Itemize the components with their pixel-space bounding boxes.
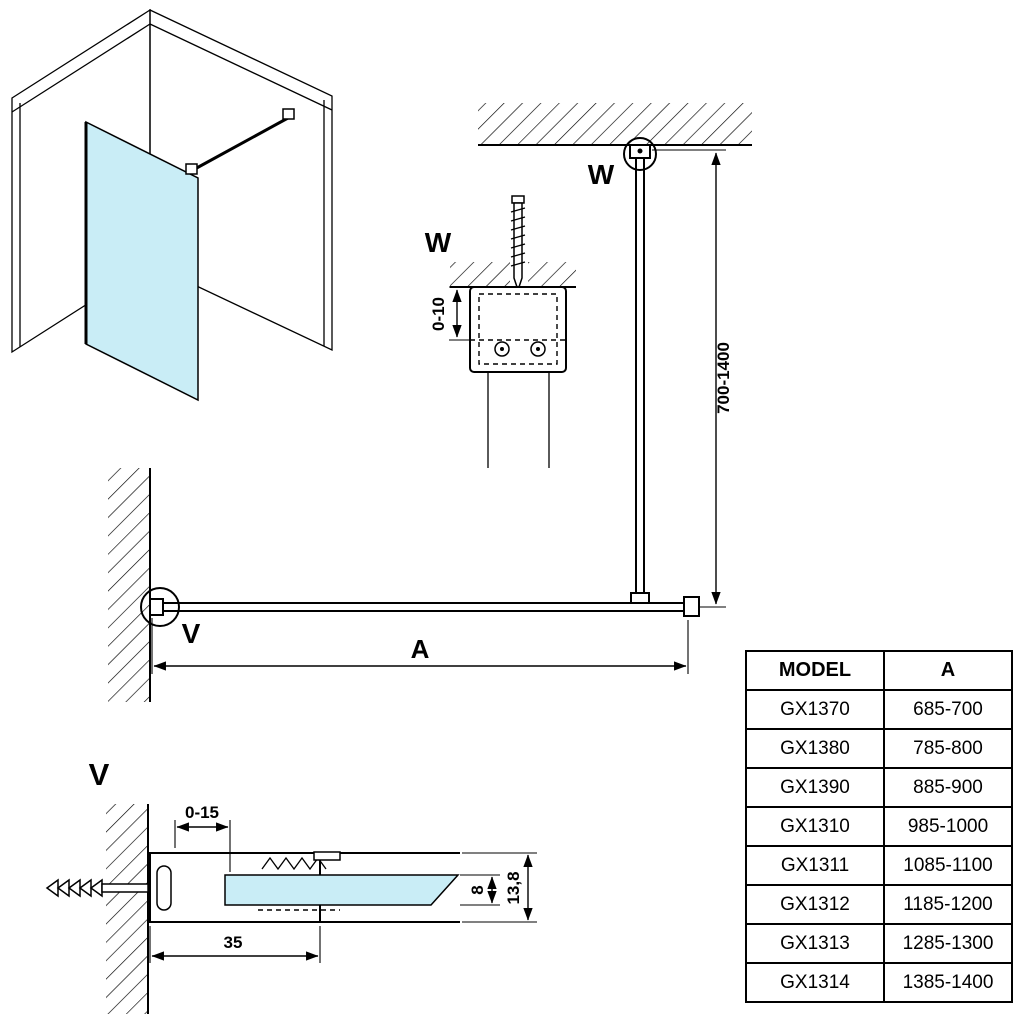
model-cell: GX1314: [745, 962, 885, 1003]
detail-w: 0-10 W: [425, 195, 576, 468]
vertical-support-bar: [635, 144, 645, 608]
dim-bar-height-label: 700-1400: [714, 342, 733, 414]
dim-profile-depth-label: 35: [224, 933, 243, 952]
a-cell: 1285-1300: [883, 923, 1013, 964]
dim-bar-height: 700-1400: [652, 149, 733, 608]
dim-width-a-label: A: [411, 634, 430, 664]
ceiling-hatch: [450, 262, 510, 287]
wall-hatch: [106, 804, 148, 1014]
model-cell: GX1311: [745, 845, 885, 886]
dim-width-a: A: [151, 618, 689, 674]
screw-slot: [156, 865, 172, 911]
model-cell: GX1310: [745, 806, 885, 847]
ceiling-hatch: [478, 103, 752, 145]
a-cell: 1085-1100: [883, 845, 1013, 886]
detail-v: V 0-15: [45, 757, 537, 1014]
section-v-title: V: [89, 757, 110, 792]
dim-glass-thickness: 8: [460, 874, 500, 906]
dim-bracket-adjust-label: 0-10: [429, 297, 448, 331]
table-header-a: A: [883, 650, 1013, 691]
ceiling-hatch: [528, 262, 576, 287]
model-cell: GX1380: [745, 728, 885, 769]
a-cell: 685-700: [883, 689, 1013, 730]
side-elevation: W V 700-1400 A: [108, 103, 752, 702]
detail-circle-v: [140, 587, 180, 627]
dim-glass-thickness-label: 8: [468, 885, 487, 894]
glass-plan: [151, 602, 693, 612]
table-header-model: MODEL: [745, 650, 885, 691]
dim-glass-inset-label: 0-15: [185, 803, 219, 822]
model-cell: GX1313: [745, 923, 885, 964]
screw-icon: [510, 195, 526, 293]
ceiling-detail-label: W: [588, 159, 615, 190]
dim-profile-height-label: 13,8: [504, 871, 523, 904]
a-cell: 1385-1400: [883, 962, 1013, 1003]
a-cell: 885-900: [883, 767, 1013, 808]
isometric-view: [11, 8, 333, 402]
dim-glass-inset: 0-15: [174, 803, 231, 872]
wall-hatch: [108, 468, 150, 702]
a-cell: 785-800: [883, 728, 1013, 769]
table-header-row: MODEL A: [745, 650, 1013, 691]
model-cell: GX1390: [745, 767, 885, 808]
dim-profile-height: 13,8: [462, 852, 537, 923]
a-cell: 1185-1200: [883, 884, 1013, 925]
gasket-wedge-icon: [258, 851, 341, 911]
ceiling-bracket: [469, 286, 567, 373]
detail-w-label: W: [425, 227, 452, 258]
dim-bracket-adjust: 0-10: [429, 286, 470, 341]
wall-detail-label: V: [182, 618, 201, 649]
dim-profile-depth: 35: [149, 926, 321, 963]
model-cell: GX1370: [745, 689, 885, 730]
glass-section: [224, 874, 460, 906]
end-cap: [683, 596, 700, 617]
bar-clamp: [630, 592, 650, 604]
glass-panel: [85, 120, 199, 402]
wall-bracket: [149, 598, 164, 616]
model-cell: GX1312: [745, 884, 885, 925]
detail-circle-w: [623, 137, 657, 171]
a-cell: 985-1000: [883, 806, 1013, 847]
support-bar: [185, 108, 295, 175]
